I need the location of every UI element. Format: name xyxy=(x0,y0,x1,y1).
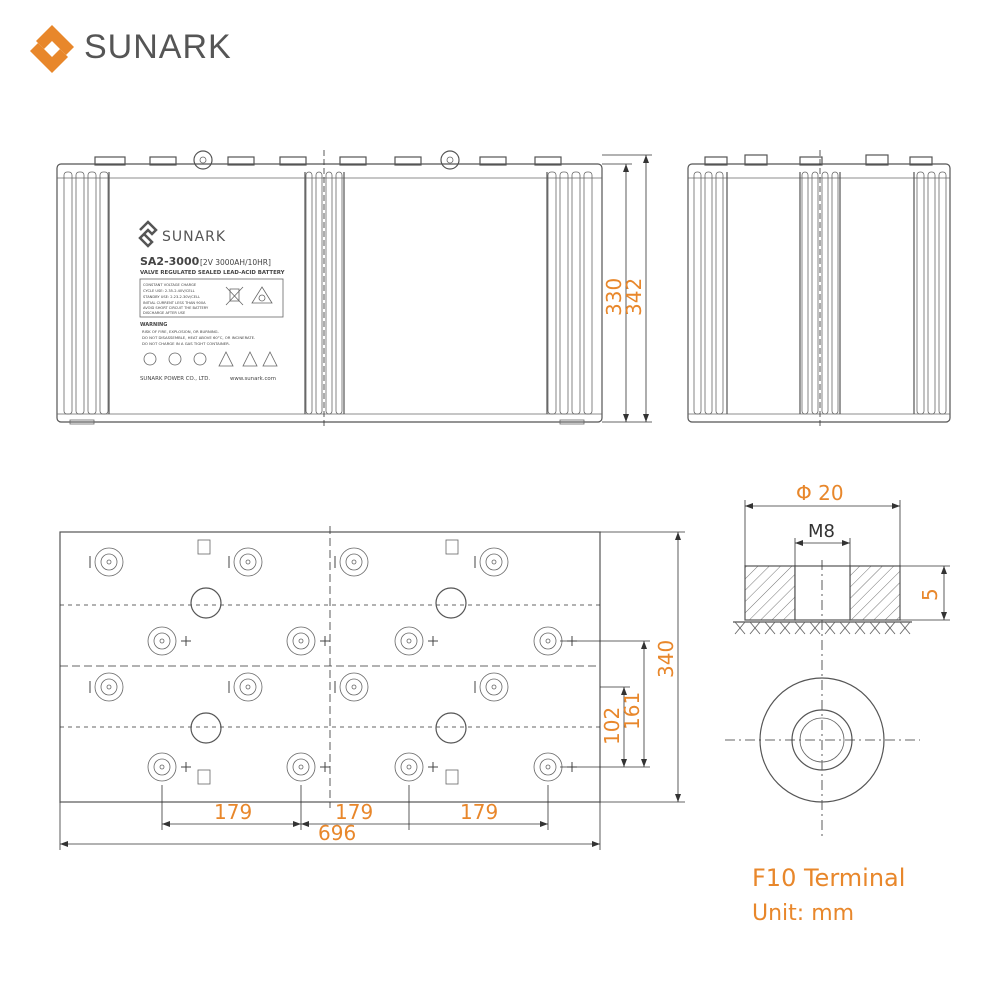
label-website: www.sunark.com xyxy=(230,376,276,382)
dim-width-696: 696 xyxy=(318,821,356,845)
dim-terminal-height: 5 xyxy=(918,588,942,601)
top-view: 179 179 179 696 340 102 161 xyxy=(59,526,685,850)
dim-offset-161: 161 xyxy=(620,692,644,730)
label-voltage-heading: CONSTANT VOLTAGE CHARGE xyxy=(143,283,197,287)
unit-note: Unit: mm xyxy=(752,901,854,926)
dim-depth-340: 340 xyxy=(654,640,678,678)
label-warning-heading: WARNING xyxy=(140,322,167,328)
dim-pitch-3: 179 xyxy=(460,800,498,824)
label-voltage-line3: INITIAL CURRENT LESS THAN 900A xyxy=(143,301,206,305)
no-trash-icon xyxy=(225,286,244,306)
dim-pitch-2: 179 xyxy=(335,800,373,824)
label-voltage-line5: DISCHARGE AFTER USE xyxy=(143,311,186,315)
battery-label: SUNARK SA2-3000 [2V 3000AH/10HR] VALVE R… xyxy=(138,220,285,382)
label-voltage-line1: CYCLE USE: 2.35-2.40V/CELL xyxy=(143,289,195,293)
dim-offset-102: 102 xyxy=(600,707,624,745)
side-view xyxy=(687,150,951,428)
terminal-note: F10 Terminal xyxy=(752,864,905,892)
label-warning-line3: DO NOT CHARGE IN A GAS TIGHT CONTAINER. xyxy=(142,341,230,346)
dim-thread: M8 xyxy=(808,521,835,542)
label-type: VALVE REGULATED SEALED LEAD-ACID BATTERY xyxy=(140,270,285,276)
brand-name: SUNARK xyxy=(84,28,232,66)
label-warning-line1: RISK OF FIRE, EXPLOSION, OR BURNING. xyxy=(142,329,219,334)
recycle-icon xyxy=(251,286,273,304)
label-voltage-line4: AVOID SHORT CIRCUIT THE BATTERY xyxy=(143,306,209,310)
polarity-marks xyxy=(89,556,577,772)
label-brand: SUNARK xyxy=(162,229,226,245)
terminal-detail: Φ 20 M8 5 xyxy=(725,481,950,840)
dim-height-342: 342 xyxy=(622,278,646,316)
warning-symbols-icon xyxy=(143,351,278,367)
dim-height-330: 330 xyxy=(602,278,626,316)
sunark-logo-icon xyxy=(30,25,74,73)
label-warning-line2: DO NOT DISASSEMBLE, HEAT ABOVE 60°C, OR … xyxy=(142,335,255,340)
label-rating: [2V 3000AH/10HR] xyxy=(200,258,271,267)
front-view: SUNARK SA2-3000 [2V 3000AH/10HR] VALVE R… xyxy=(56,150,652,428)
dim-pitch-1: 179 xyxy=(214,800,252,824)
label-voltage-line2: STANDBY USE: 2.23-2.30V/CELL xyxy=(143,295,200,299)
label-company: SUNARK POWER CO., LTD. xyxy=(140,376,210,382)
label-model: SA2-3000 xyxy=(140,255,200,268)
dim-terminal-diameter: Φ 20 xyxy=(796,481,844,505)
terminals-group xyxy=(94,547,563,782)
label-logo-icon xyxy=(138,220,158,248)
